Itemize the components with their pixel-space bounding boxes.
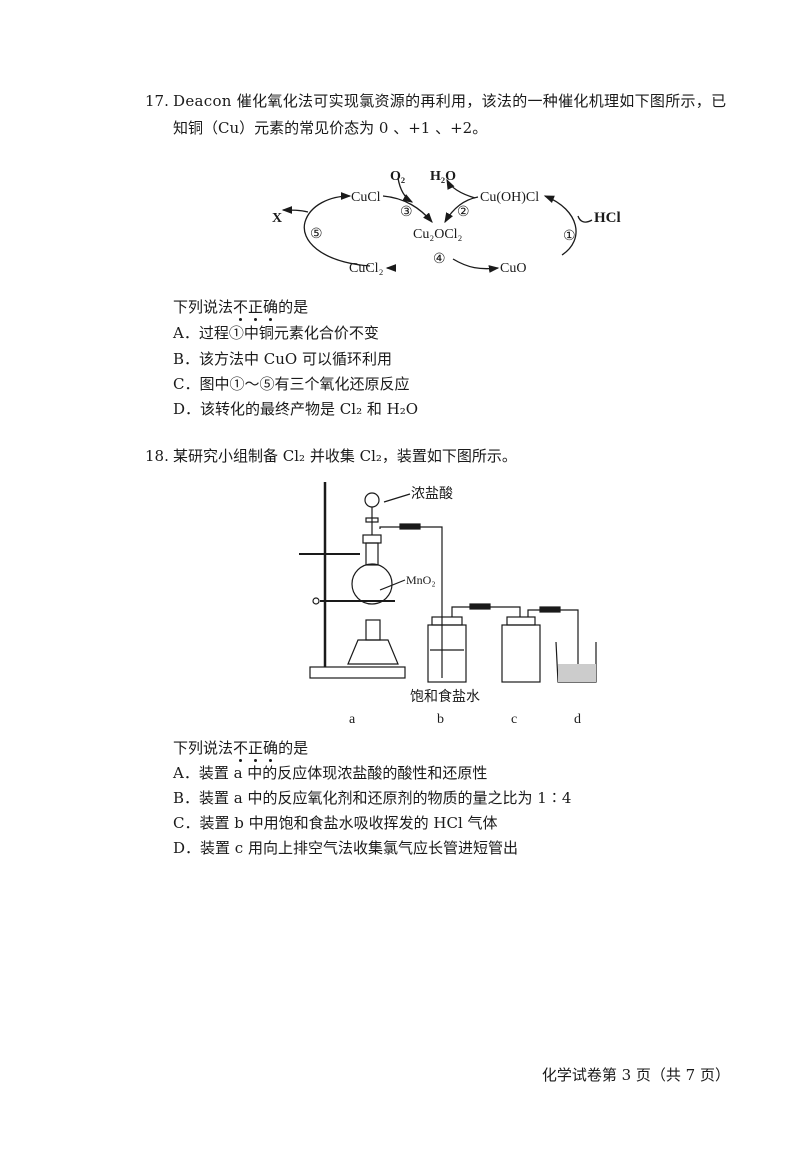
q18-option-a: A．装置 a 中的反应体现浓盐酸的酸性和还原性 bbox=[173, 764, 488, 782]
q17-number: 17. bbox=[145, 92, 169, 110]
q17-option-a: A．过程①中铜元素化合价不变 bbox=[173, 324, 379, 342]
q17-stem-line1: Deacon 催化氧化法可实现氯资源的再利用，该法的一种催化机理如下图所示，已 bbox=[173, 92, 727, 110]
q18-option-c: C．装置 b 中用饱和食盐水吸收挥发的 HCl 气体 bbox=[173, 814, 498, 832]
label-cucl: CuCl bbox=[351, 190, 381, 205]
step-3: ③ bbox=[400, 205, 413, 220]
label-cuo: CuO bbox=[500, 261, 526, 276]
page-footer: 化学试卷第 3 页（共 7 页） bbox=[541, 1066, 730, 1084]
q18-apparatus-drawing bbox=[299, 482, 597, 683]
label-brine: 饱和食盐水 bbox=[410, 688, 480, 705]
label-cucl2: CuCl₂ bbox=[349, 261, 384, 276]
q18-prompt: 下列说法不正确的是 bbox=[173, 739, 309, 762]
label-cu2ocl2: Cu₂OCl₂ bbox=[413, 227, 463, 242]
step-4: ④ bbox=[433, 252, 446, 267]
q18-option-d: D．装置 c 用向上排空气法收集氯气应长管进短管出 bbox=[173, 839, 518, 857]
label-a: a bbox=[349, 712, 356, 727]
arrow-to-x bbox=[281, 206, 309, 214]
bottle-b bbox=[427, 624, 467, 683]
q18-option-b: B．装置 a 中的反应氧化剂和还原剂的物质的量之比为 1∶4 bbox=[173, 789, 572, 807]
arrow-cucl2-to-cucl bbox=[303, 192, 371, 267]
step-2: ② bbox=[457, 205, 470, 220]
label-cuohcl: Cu(OH)Cl bbox=[480, 190, 539, 205]
label-b: b bbox=[437, 712, 444, 727]
round-flask bbox=[351, 563, 393, 605]
arrow-cuo-to-cuohcl bbox=[543, 195, 577, 256]
label-x: X bbox=[272, 211, 282, 226]
label-d: d bbox=[574, 712, 581, 727]
arrow-to-cuo bbox=[452, 258, 500, 273]
stand-base bbox=[309, 666, 406, 679]
label-conc-hcl: 浓盐酸 bbox=[411, 486, 453, 502]
q17-option-b: B．该方法中 CuO 可以循环利用 bbox=[173, 350, 392, 368]
arrow-cucl-to-cu2ocl2 bbox=[382, 195, 433, 223]
q18-stem: 某研究小组制备 Cl₂ 并收集 Cl₂，装置如下图所示。 bbox=[173, 447, 517, 465]
label-hcl: HCl bbox=[594, 210, 621, 226]
arrow-hcl-in bbox=[577, 215, 593, 223]
label-mno2: MnO₂ bbox=[406, 573, 436, 587]
q17-option-c: C．图中①～⑤有三个氧化还原反应 bbox=[173, 375, 410, 393]
label-c: c bbox=[511, 712, 517, 727]
step-5: ⑤ bbox=[310, 227, 323, 242]
q17-stem-line2: 知铜（Cu）元素的常见价态为 0 、+1 、+2。 bbox=[173, 119, 488, 137]
arrow-o2-in bbox=[397, 177, 414, 203]
label-o2: O₂ bbox=[390, 169, 405, 184]
q18-number: 18. bbox=[145, 447, 169, 465]
bottle-c bbox=[501, 624, 541, 683]
step-1: ① bbox=[563, 229, 576, 244]
label-h2o: H₂O bbox=[430, 169, 456, 184]
arrow-h2o-out bbox=[446, 178, 476, 199]
q17-option-d: D．该转化的最终产物是 Cl₂ 和 H₂O bbox=[173, 400, 419, 418]
funnel bbox=[364, 492, 380, 508]
q17-prompt: 下列说法不正确的是 bbox=[173, 298, 309, 321]
alcohol-lamp bbox=[347, 639, 399, 665]
